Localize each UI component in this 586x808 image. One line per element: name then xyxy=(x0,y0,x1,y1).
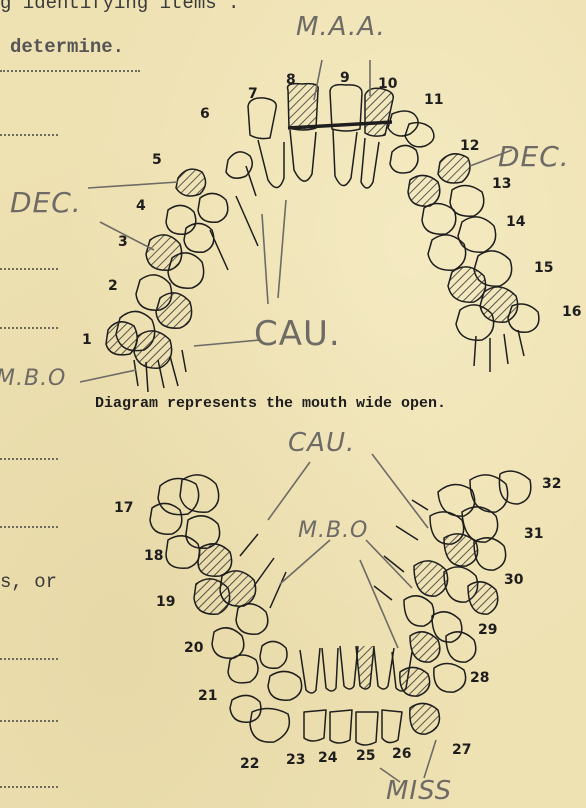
tooth-number-1: 1 xyxy=(82,332,92,348)
annotation-lower-mbo: M.B.O xyxy=(298,518,368,543)
tooth-number-3: 3 xyxy=(118,234,128,250)
tooth-number-4: 4 xyxy=(136,198,146,214)
tooth-number-24: 24 xyxy=(318,750,337,766)
annotation-upper-caries: CAU. xyxy=(254,314,341,354)
tooth-number-10: 10 xyxy=(378,76,397,92)
tooth-number-19: 19 xyxy=(156,594,175,610)
tooth-number-20: 20 xyxy=(184,640,203,656)
tooth-number-30: 30 xyxy=(504,572,523,588)
annotation-upper-maa: M.A.A. xyxy=(296,12,386,42)
diagram-caption: Diagram represents the mouth wide open. xyxy=(95,395,446,412)
tooth-number-17: 17 xyxy=(114,500,133,516)
tooth-number-9: 9 xyxy=(340,70,350,86)
tooth-number-27: 27 xyxy=(452,742,471,758)
tooth-number-2: 2 xyxy=(108,278,118,294)
tooth-number-23: 23 xyxy=(286,752,305,768)
tooth-number-13: 13 xyxy=(492,176,511,192)
tooth-number-15: 15 xyxy=(534,260,553,276)
tooth-number-18: 18 xyxy=(144,548,163,564)
annotation-lower-caries: CAU. xyxy=(288,428,355,458)
tooth-number-16: 16 xyxy=(562,304,581,320)
tooth-number-26: 26 xyxy=(392,746,411,762)
tooth-number-14: 14 xyxy=(506,214,525,230)
tooth-number-21: 21 xyxy=(198,688,217,704)
tooth-number-22: 22 xyxy=(240,756,259,772)
tooth-number-31: 31 xyxy=(524,526,543,542)
tooth-number-25: 25 xyxy=(356,748,375,764)
tooth-number-29: 29 xyxy=(478,622,497,638)
tooth-number-28: 28 xyxy=(470,670,489,686)
annotation-upper-left-dec: DEC. xyxy=(10,186,82,219)
tooth-number-8: 8 xyxy=(286,72,296,88)
annotation-upper-right-dec: DEC. xyxy=(498,140,570,173)
tooth-number-7: 7 xyxy=(248,86,258,102)
tooth-number-12: 12 xyxy=(460,138,479,154)
annotation-left-mbo: M.B.O xyxy=(0,366,66,391)
tooth-number-11: 11 xyxy=(424,92,443,108)
tooth-number-32: 32 xyxy=(542,476,561,492)
annotation-missing: MISS xyxy=(386,776,452,806)
tooth-number-5: 5 xyxy=(152,152,162,168)
tooth-number-6: 6 xyxy=(200,106,210,122)
